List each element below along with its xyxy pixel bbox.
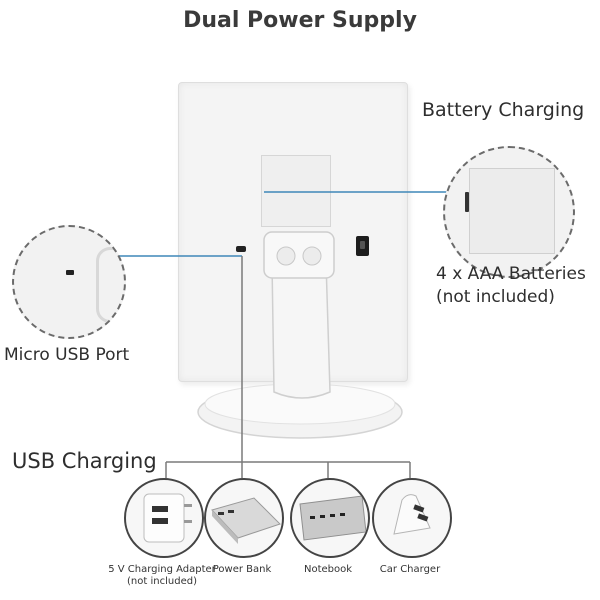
device-thumb-power-bank [204, 478, 284, 558]
device-caption-car-charger: Car Charger [379, 564, 441, 575]
power-bank-icon [211, 497, 281, 544]
page-title: Dual Power Supply [183, 8, 417, 33]
battery-compartment [261, 155, 331, 227]
device-thumb-notebook [290, 478, 370, 558]
micro-usb-label: Micro USB Port [4, 345, 130, 365]
usb-charging-heading: USB Charging [12, 449, 157, 473]
micro-usb-port [236, 246, 246, 252]
micro-usb-zoom-circle [12, 225, 126, 339]
stand-hinge-bracket [263, 231, 335, 279]
micro-usb-port-closeup [66, 270, 74, 275]
battery-zoom-circle [443, 146, 575, 278]
device-thumb-adapter [124, 478, 204, 558]
wall-adapter-icon [143, 493, 192, 543]
battery-latch-closeup [465, 192, 469, 212]
power-switch [356, 236, 369, 256]
device-caption-adapter: 5 V Charging Adapter (not included) [108, 564, 216, 587]
mirror-stand-arm [271, 261, 331, 399]
car-charger-icon [393, 494, 431, 535]
hinge-knob-right [302, 246, 322, 266]
battery-door-closeup [469, 168, 555, 254]
hinge-knob-left [276, 246, 296, 266]
device-caption-notebook: Notebook [303, 564, 353, 575]
laptop-icon [299, 495, 367, 541]
battery-charging-heading: Battery Charging [422, 99, 585, 121]
device-caption-power-bank: Power Bank [212, 564, 272, 575]
battery-spec-line2: (not included) [436, 287, 555, 307]
battery-spec-line1: 4 x AAA Batteries [436, 264, 586, 284]
device-thumb-car-charger [372, 478, 452, 558]
usb-cable-closeup [96, 247, 124, 323]
